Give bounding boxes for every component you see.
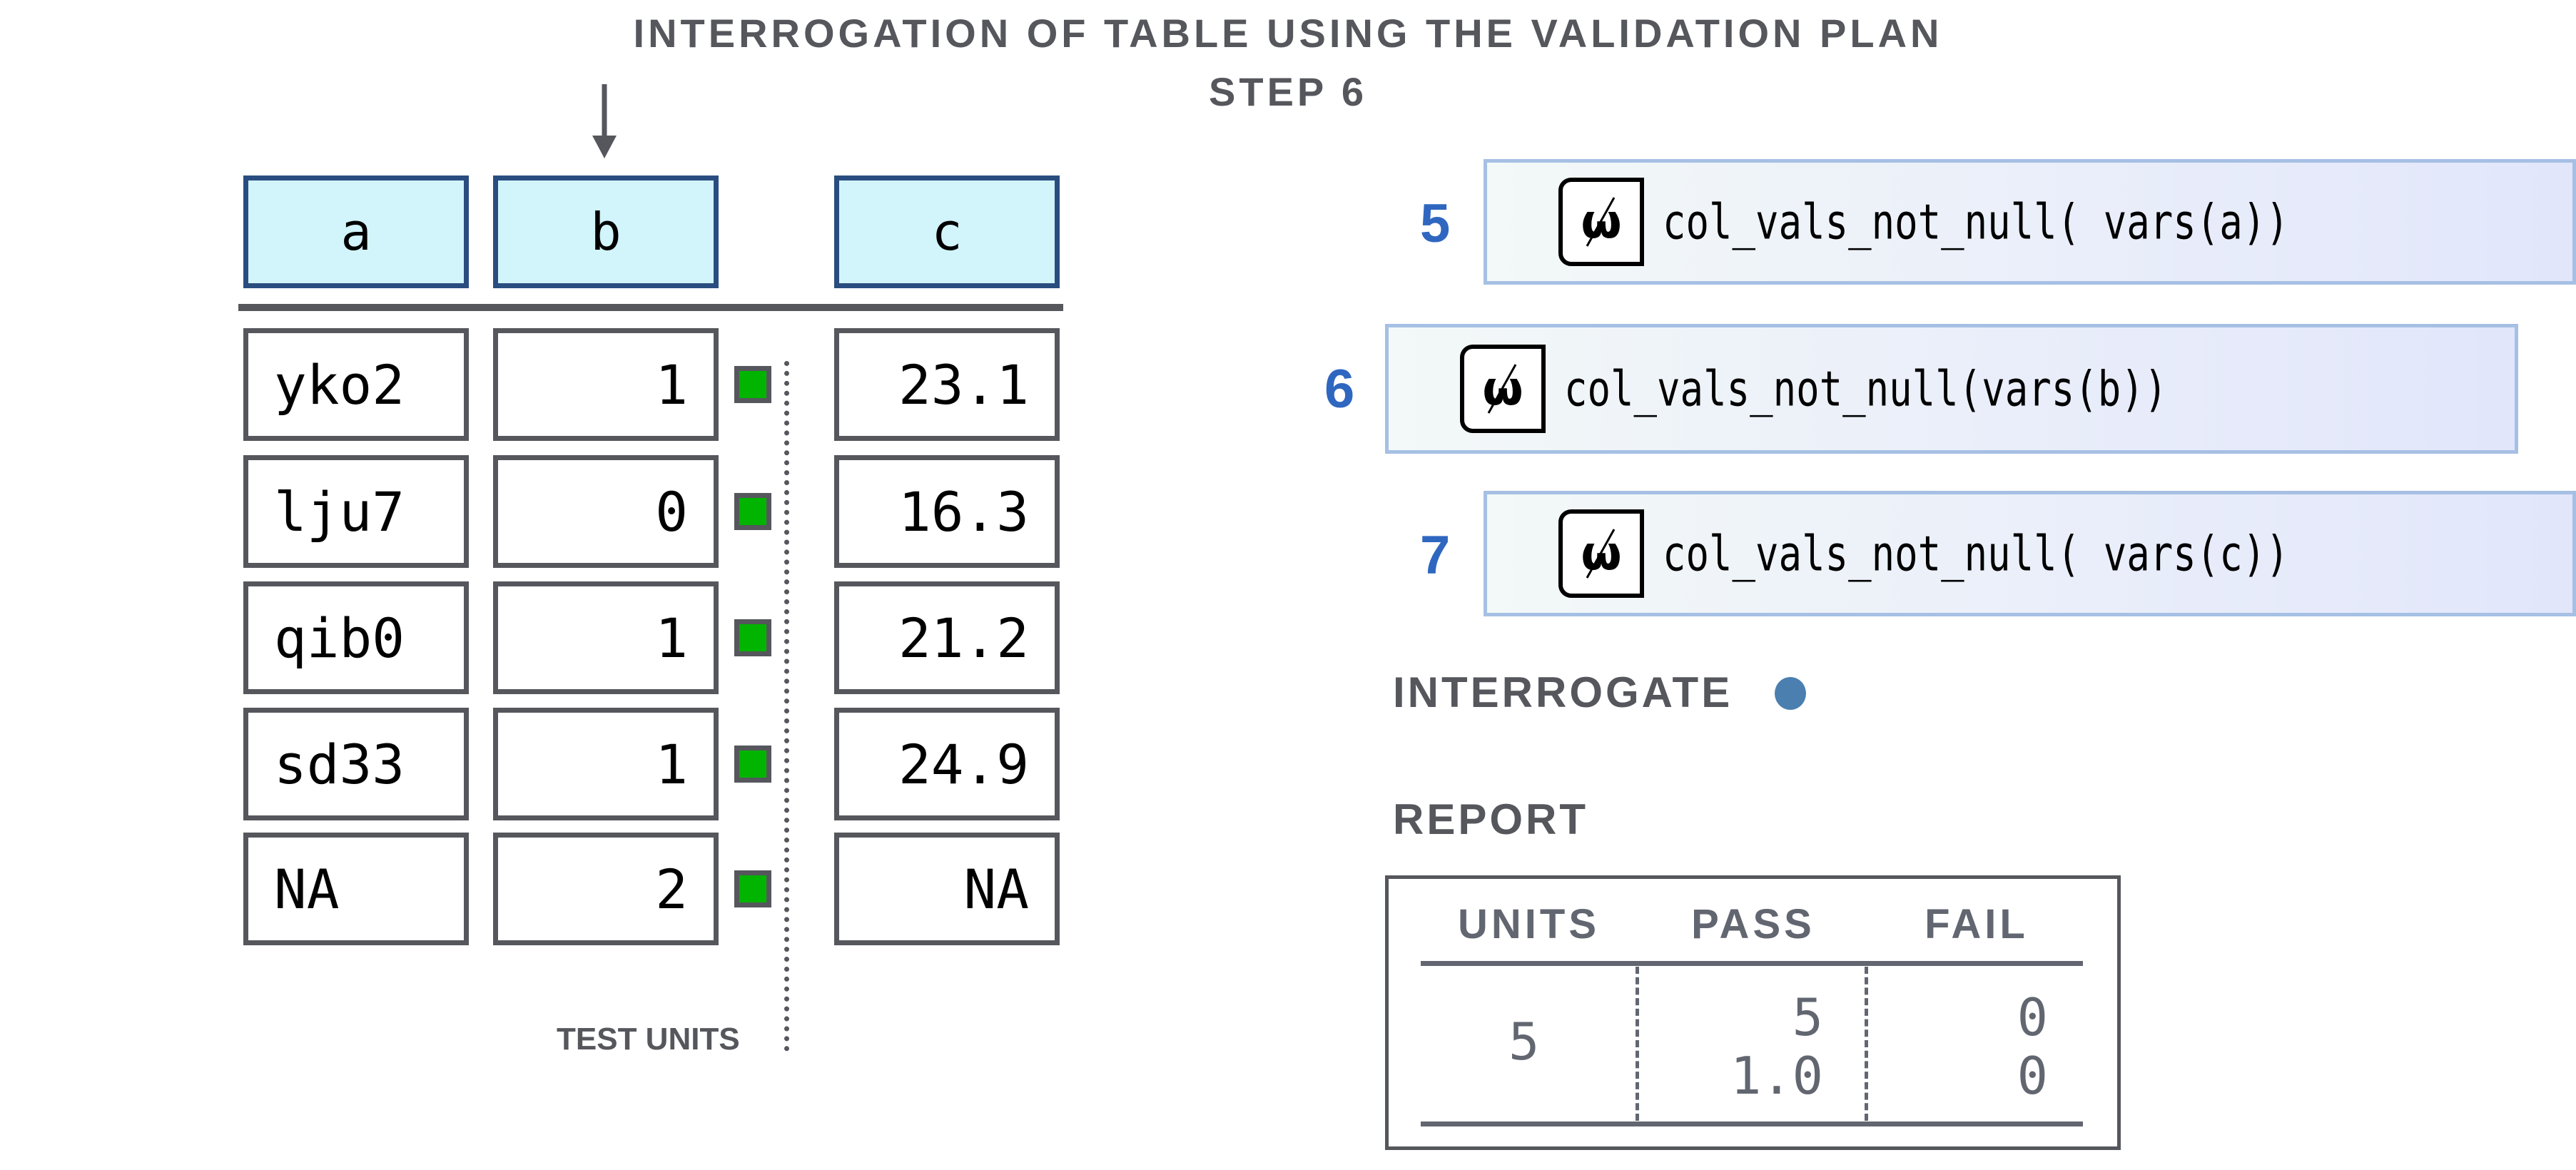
cell-c: 21.2 — [834, 581, 1060, 694]
interrogate-status-dot — [1775, 677, 1806, 710]
step-code: col_vals_not_null( vars(a)) — [1663, 193, 2289, 250]
report-fail-fraction: 0 — [2017, 1046, 2048, 1106]
report-column-divider — [1865, 967, 1868, 1121]
column-header-a: a — [243, 176, 469, 288]
column-header-c: c — [834, 176, 1060, 288]
interrogate-label: INTERROGATE — [1393, 668, 1733, 716]
report-pass-fraction: 1.0 — [1730, 1046, 1823, 1106]
header-divider — [238, 304, 1063, 311]
cell-b: 1 — [493, 581, 719, 694]
cell-a: sd33 — [243, 708, 469, 820]
cell-c: 16.3 — [834, 455, 1060, 568]
report-header-fail: FAIL — [1925, 901, 2029, 947]
test-unit-pass-marker — [734, 493, 771, 530]
cell-a: qib0 — [243, 581, 469, 694]
cell-c: 24.9 — [834, 708, 1060, 820]
title-line-1: INTERROGATION OF TABLE USING THE VALIDAT… — [633, 11, 1943, 56]
cell-a: NA — [243, 833, 469, 945]
step-number: 7 — [1420, 525, 1451, 586]
null-omega-icon: ω — [1558, 509, 1644, 598]
report-box — [1385, 875, 2121, 1150]
report-header-units: UNITS — [1458, 901, 1600, 947]
test-units-label: TEST UNITS — [557, 1022, 740, 1057]
cell-b: 2 — [493, 833, 719, 945]
step-code: col_vals_not_null(vars(b)) — [1564, 360, 2168, 417]
test-unit-pass-marker — [734, 619, 771, 656]
report-bottom-divider — [1421, 1121, 2083, 1126]
test-unit-pass-marker — [734, 366, 771, 403]
cell-b: 0 — [493, 455, 719, 568]
report-header-divider — [1421, 961, 2083, 966]
title-line-2: STEP 6 — [1209, 69, 1367, 114]
cell-b: 1 — [493, 708, 719, 820]
test-unit-pass-marker — [734, 870, 771, 907]
arrow-down-icon — [592, 84, 617, 158]
cell-c: 23.1 — [834, 328, 1060, 441]
report-label: REPORT — [1393, 795, 1589, 843]
validation-step-6[interactable]: ω col_vals_not_null(vars(b)) — [1385, 324, 2518, 454]
report-units-value: 5 — [1508, 1012, 1540, 1072]
step-code: col_vals_not_null( vars(c)) — [1663, 525, 2289, 582]
report-fail-count: 0 — [2017, 987, 2048, 1047]
null-omega-icon: ω — [1558, 178, 1644, 266]
report-pass-count: 5 — [1792, 987, 1823, 1047]
cell-a: yko2 — [243, 328, 469, 441]
report-header-pass: PASS — [1691, 901, 1815, 947]
test-unit-pass-marker — [734, 746, 771, 783]
column-header-b: b — [493, 176, 719, 288]
validation-step-5[interactable]: ω col_vals_not_null( vars(a)) — [1484, 159, 2576, 285]
step-number: 5 — [1420, 193, 1451, 254]
report-column-divider — [1636, 967, 1639, 1121]
cell-a: lju7 — [243, 455, 469, 568]
cell-b: 1 — [493, 328, 719, 441]
validation-step-7[interactable]: ω col_vals_not_null( vars(c)) — [1484, 491, 2576, 616]
step-number: 6 — [1324, 359, 1355, 419]
null-omega-icon: ω — [1460, 345, 1546, 433]
cell-c: NA — [834, 833, 1060, 945]
test-units-dotted-line — [784, 361, 789, 1052]
